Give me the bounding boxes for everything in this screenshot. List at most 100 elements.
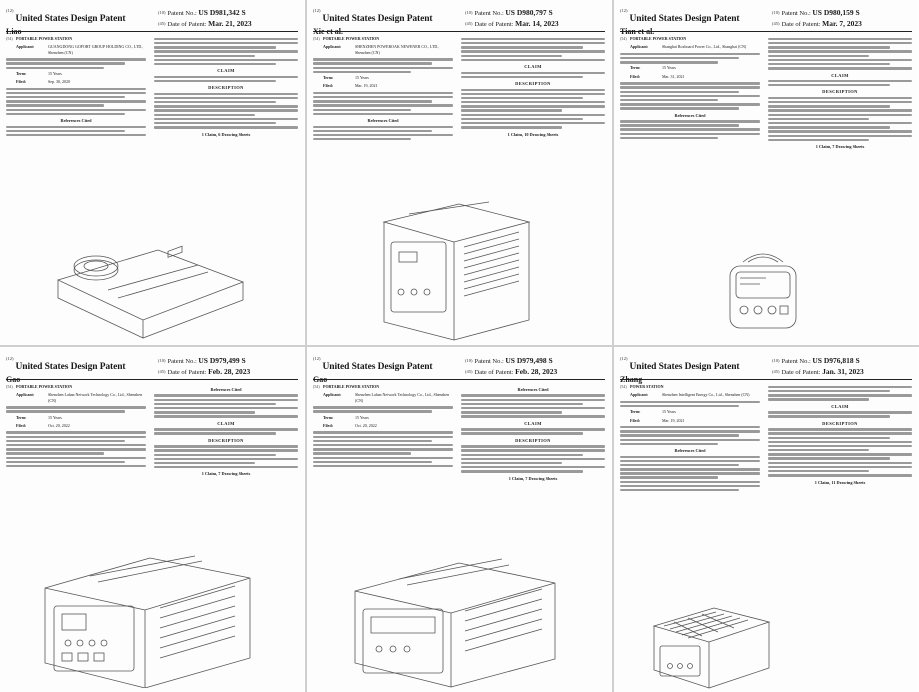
code-label: (45) [158, 369, 166, 374]
applicant-value: Shanghai Roxboard Power Co., Ltd., Shang… [662, 44, 747, 50]
patent-drawing [652, 607, 771, 689]
claims-column: References Cited CLAIM DESCRIPTION 1 Cla… [461, 384, 605, 481]
filed-label: Filed: [630, 73, 640, 79]
patent-sheet-5[interactable]: (12)United States Design Patent Gao (10)… [307, 348, 611, 692]
claim-heading: CLAIM [831, 72, 849, 78]
patent-title: United States Design Patent [322, 362, 433, 372]
claim-heading: CLAIM [831, 403, 849, 409]
code-label: (10) [465, 358, 473, 363]
field-code: (54) [313, 384, 320, 389]
claims-column: CLAIM DESCRIPTION 1 Claim, 11 Drawing Sh… [768, 384, 912, 485]
claims-column: CLAIM DESCRIPTION 1 Claim, 10 Drawing Sh… [461, 36, 605, 137]
patent-title: United States Design Patent [629, 362, 740, 372]
date-label: Date of Patent: [167, 21, 207, 28]
claim-heading: CLAIM [217, 420, 235, 426]
term-label: Term: [630, 65, 641, 71]
filed-label: Filed: [630, 417, 640, 423]
inventor-name: Xie et al. [313, 27, 343, 36]
term-value: 15 Years [662, 409, 676, 415]
references-heading: References Cited [517, 387, 549, 392]
applicant-label: Applicant: [323, 44, 342, 50]
patent-sheet-4[interactable]: (12)United States Design Patent Gao (10)… [0, 348, 304, 692]
patent-drawing [382, 201, 531, 341]
date-label: Date of Patent: [167, 369, 207, 376]
drawing-sheets-count: 1 Claim, 7 Drawing Sheets [815, 144, 865, 150]
field-code: (54) [6, 36, 13, 41]
patent-number: US D981,342 S [198, 8, 246, 17]
code-label: (45) [772, 21, 780, 26]
patent-number: US D979,498 S [505, 356, 553, 365]
patent-sheet-6[interactable]: (12)United States Design Patent Zhang (1… [614, 348, 918, 692]
term-label: Term: [323, 74, 334, 80]
patent-date: Feb. 28, 2023 [208, 367, 251, 376]
code-label: (10) [772, 358, 780, 363]
applicant-label: Applicant: [16, 44, 35, 50]
field-code: (54) [313, 36, 320, 41]
date-label: Date of Patent: [781, 369, 821, 376]
date-label: Date of Patent: [474, 21, 514, 28]
patent-date: Mar. 14, 2023 [515, 19, 559, 28]
term-label: Term: [16, 70, 27, 76]
patent-title: United States Design Patent [15, 362, 126, 372]
filed-value: Oct. 20, 2022 [355, 423, 377, 428]
filed-label: Filed: [16, 423, 26, 428]
applicant-value: GUANGDONG GOFORT GROUP HOLDING CO., LTD.… [48, 44, 144, 55]
patent-no-label: Patent No.: [781, 10, 811, 17]
patent-number: US D980,159 S [812, 8, 860, 17]
claims-column: CLAIM DESCRIPTION 1 Claim, 6 Drawing She… [154, 36, 298, 137]
patent-date: Feb. 28, 2023 [515, 367, 558, 376]
patent-header: (12)United States Design Patent Liao (10… [6, 8, 298, 36]
description-heading: DESCRIPTION [515, 437, 551, 443]
term-label: Term: [16, 414, 27, 420]
patent-sheet-1[interactable]: (12)United States Design Patent Liao (10… [0, 0, 304, 344]
drawing-sheets-count: 1 Claim, 10 Drawing Sheets [507, 131, 559, 137]
term-value: 15 Years [48, 70, 62, 76]
patent-sheet-3[interactable]: (12)United States Design Patent Tian et … [614, 0, 918, 344]
patent-no-label: Patent No.: [167, 10, 197, 17]
claims-column: CLAIM DESCRIPTION 1 Claim, 7 Drawing She… [768, 36, 912, 150]
claim-heading: CLAIM [217, 68, 235, 74]
patent-header: (12)United States Design Patent Gao (10)… [6, 356, 298, 384]
bibliographic-column: (54)PORTABLE POWER STATION Applicant:GUA… [6, 36, 146, 138]
patent-title: United States Design Patent [15, 14, 126, 24]
code-label: (45) [465, 21, 473, 26]
applicant-label: Applicant: [323, 392, 342, 398]
references-heading: References Cited [674, 448, 706, 454]
description-heading: DESCRIPTION [208, 437, 244, 443]
patent-drawing [56, 245, 245, 339]
patent-drawing [729, 253, 797, 329]
filed-value: Sep. 30, 2020 [48, 79, 70, 85]
patent-date: Mar. 7, 2023 [822, 19, 862, 28]
patent-sheet-2[interactable]: (12)United States Design Patent Xie et a… [307, 0, 611, 344]
applicant-value: Shenzhen Intelligent Energy Co., Ltd., S… [662, 392, 750, 398]
drawing-sheets-count: 1 Claim, 7 Drawing Sheets [508, 475, 558, 481]
code-label: (12) [313, 8, 321, 13]
code-label: (12) [620, 8, 628, 13]
term-label: Term: [323, 414, 334, 420]
code-label: (12) [6, 356, 14, 361]
claims-column: References Cited CLAIM DESCRIPTION 1 Cla… [154, 384, 298, 477]
filed-value: Mar. 19, 2021 [355, 83, 378, 89]
filed-label: Filed: [16, 79, 26, 85]
code-label: (10) [158, 10, 166, 15]
inventor-name: Tian et al. [620, 27, 655, 36]
code-label: (10) [465, 10, 473, 15]
filed-label: Filed: [323, 83, 333, 89]
references-heading: References Cited [210, 387, 242, 392]
field-code: (54) [620, 36, 627, 41]
code-label: (12) [313, 356, 321, 361]
term-value: 15 Years [662, 65, 676, 71]
patent-number: US D980,797 S [505, 8, 553, 17]
references-heading: References Cited [367, 118, 399, 124]
date-label: Date of Patent: [781, 21, 821, 28]
code-label: (12) [6, 8, 14, 13]
applicant-value: SHENZHEN POWEROAK NEWENER CO., LTD., She… [355, 44, 440, 55]
applicant-label: Applicant: [630, 44, 649, 50]
code-label: (45) [772, 369, 780, 374]
inventor-name: Liao [6, 27, 22, 36]
applicant-label: Applicant: [16, 392, 35, 398]
patent-number: US D976,818 S [812, 356, 860, 365]
drawing-sheets-count: 1 Claim, 6 Drawing Sheets [201, 131, 251, 137]
patent-no-label: Patent No.: [474, 10, 504, 17]
